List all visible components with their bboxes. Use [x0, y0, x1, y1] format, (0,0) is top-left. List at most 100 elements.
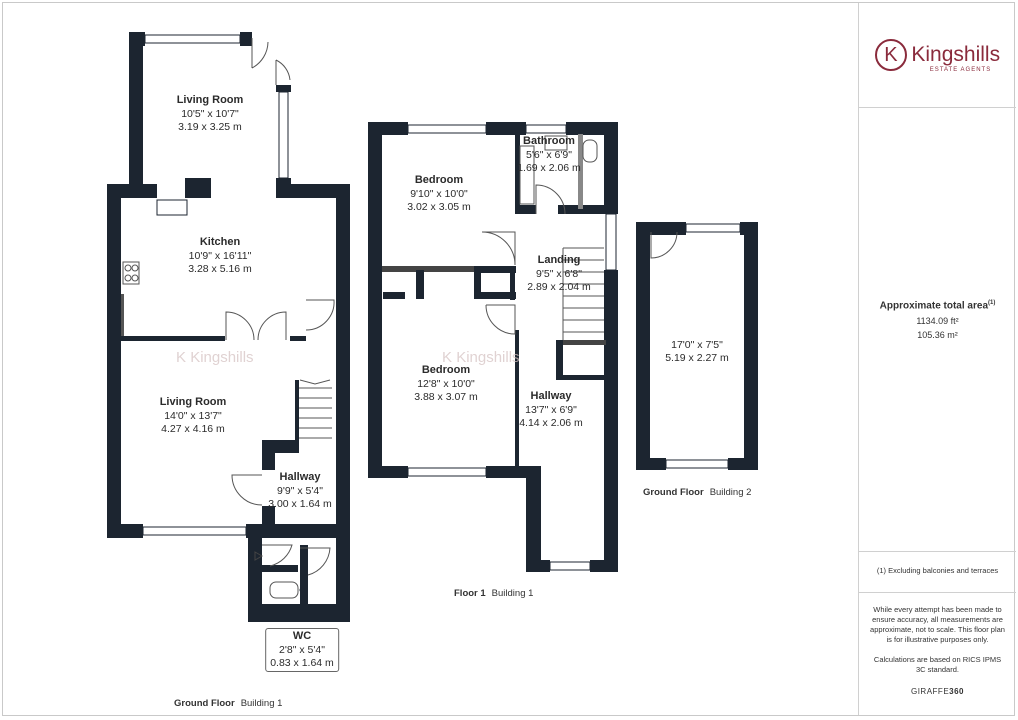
wc-marker [299, 587, 305, 593]
door-bedroom1 [481, 231, 516, 266]
wall-f1-divider-e [481, 292, 516, 299]
window-b2-bottom [665, 459, 729, 469]
brand-name: Kingshills [911, 43, 1001, 66]
total-area-ft: 1134.09 ft² [916, 316, 959, 327]
watermark-ground: K Kingshills [176, 349, 254, 366]
wall-stair-side [295, 380, 299, 440]
window-conservatory-top [144, 34, 241, 44]
wall-f1-bath-bottom-left [520, 205, 536, 214]
wall-f1-wardrobe-top [382, 266, 486, 272]
bath-tub [519, 145, 535, 205]
divider [859, 551, 1016, 552]
wall-f1-hall-bottom-right [590, 560, 618, 572]
wall-conservatory-right-stub [276, 85, 291, 92]
bath-toilet [582, 139, 598, 163]
wall-wc-right [300, 545, 308, 604]
room-label-living-room-1: Living Room 10'5" x 10'7" 3.19 x 3.25 m [176, 94, 244, 133]
wall-ground-left [107, 184, 121, 536]
brand-logo: K Kingshills ESTATE AGENTS [859, 39, 1016, 73]
room-label-hallway-floor1: Hallway 13'7" x 6'9" 4.14 x 2.06 m [519, 390, 583, 429]
total-area-footnote-mark: (1) [988, 300, 996, 306]
wall-f1-left [368, 122, 382, 478]
kitchen-sink [156, 199, 188, 216]
hob-ring-1 [124, 264, 132, 272]
stairs-floor1 [563, 247, 604, 333]
window-f1-hall [549, 561, 591, 571]
door-hall-kitchen [305, 299, 335, 331]
door-conservatory-right [275, 59, 291, 85]
window-landing [605, 213, 617, 271]
room-label-living-room-2: Living Room 14'0" x 13'7" 4.27 x 4.16 m [159, 396, 227, 435]
wall-b2-bottom-left [636, 458, 666, 470]
window-bedroom2 [407, 467, 487, 477]
wall-b2-bottom-right [728, 458, 758, 470]
wall-f1-stair-bottom [563, 375, 606, 380]
door-bedroom2 [485, 304, 516, 335]
wall-wc-bottom [248, 604, 350, 622]
entrance-arrow-icon [254, 551, 264, 561]
door-kitchen-left [225, 311, 255, 341]
window-bedroom1 [407, 124, 487, 134]
stairs-arrow-ground [299, 379, 331, 385]
wall-kitchen-living-divider [121, 336, 225, 341]
wall-f1-hall-bottom-left [526, 560, 550, 572]
wall-f1-divider-f [510, 266, 515, 300]
window-bathroom [525, 124, 567, 134]
wc-toilet [269, 581, 299, 599]
wall-kitchen-top-right [276, 184, 350, 198]
room-label-landing: Landing 9'5" x 6'8" 2.89 x 2.04 m [527, 254, 591, 293]
wall-kitchen-divider-right [290, 336, 306, 341]
room-label-kitchen: Kitchen 10'9" x 16'11" 3.28 x 5.16 m [188, 236, 252, 275]
wall-hall-left-upper [262, 440, 275, 470]
divider [859, 592, 1016, 593]
door-b2 [650, 231, 678, 259]
door-kitchen-right [257, 311, 287, 341]
footnote: (1) Excluding balconies and terraces [876, 566, 999, 575]
window-b2-top [685, 223, 741, 233]
brand-tagline: ESTATE AGENTS [929, 67, 992, 73]
wall-f1-right-lower [604, 270, 618, 572]
wall-conservatory-left [129, 32, 143, 186]
stairs-ground [299, 387, 332, 439]
wall-hall-left-lower [262, 506, 275, 526]
wall-f1-bottom-left [368, 466, 408, 478]
kitchen-hob [122, 261, 140, 285]
hob-ring-2 [131, 264, 139, 272]
window-living-front [142, 526, 247, 536]
total-area: Approximate total area(1) 1134.09 ft² 10… [859, 300, 1016, 340]
wall-conservatory-top-left [129, 32, 145, 46]
floor-plan-drawing [107, 32, 758, 622]
wall-f1-divider-d [474, 266, 481, 299]
wall-f1-right-upper [604, 122, 618, 214]
wall-f1-divider-a [383, 292, 405, 299]
hob-ring-4 [131, 274, 139, 282]
wall-kitchen-top-chimney [185, 178, 211, 198]
wall-b2-left [636, 222, 650, 470]
room-label-bedroom-1: Bedroom 9'10" x 10'0" 3.02 x 3.05 m [407, 174, 471, 213]
wall-f1-stair-top [556, 340, 606, 345]
hob-ring-3 [124, 274, 132, 282]
door-porch [300, 547, 331, 576]
wall-f1-bath-left [515, 122, 520, 214]
wall-conservatory-top-right [240, 32, 252, 46]
wall-conservatory-right-foot [276, 178, 291, 186]
wall-f1-bath-bottom-right [558, 205, 604, 214]
brand-k-icon: K [874, 39, 907, 71]
wall-b2-right [744, 222, 758, 470]
watermark-floor1: K Kingshills [442, 349, 520, 366]
wall-wc-left [248, 538, 262, 622]
wall-f1-stair-left [556, 340, 563, 380]
wall-ground-right [336, 184, 350, 620]
room-label-bathroom: Bathroom 5'6" x 6'9" 1.69 x 2.06 m [517, 135, 581, 174]
door-hall-living [231, 474, 263, 506]
wall-ground-bottom-left [107, 524, 143, 538]
door-bathroom [535, 184, 566, 215]
calc-note: Calculations are based on RICS IPMS 3C s… [873, 655, 1002, 675]
bath-basin [544, 135, 568, 151]
room-label-building2: 17'0" x 7'5" 5.19 x 2.27 m [665, 339, 729, 365]
wall-f1-hall-left [526, 466, 541, 572]
window-conservatory-side [278, 91, 289, 179]
